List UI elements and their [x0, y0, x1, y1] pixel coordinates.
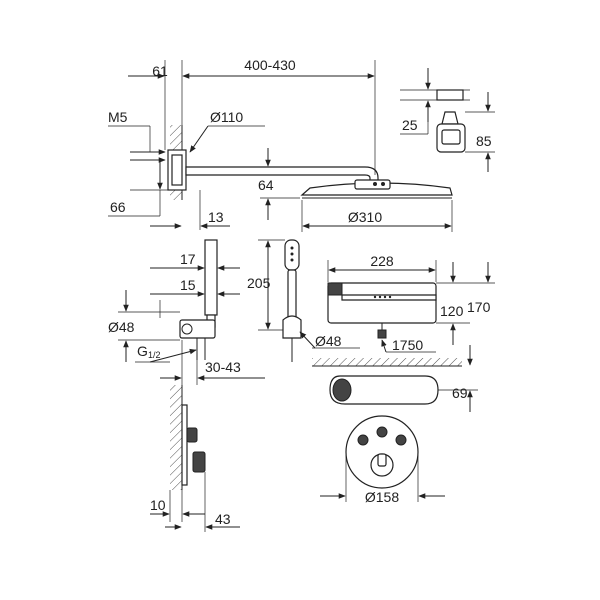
- dim-shelf-228: 228: [370, 253, 394, 269]
- dim-shelf-170: 170: [467, 299, 491, 315]
- dim-wall-10: 10: [150, 497, 166, 513]
- dim-depth-13: 13: [208, 209, 224, 225]
- dim-thread-fraction: 1/2: [148, 350, 161, 360]
- dim-hose-length: 1750: [392, 337, 423, 353]
- dim-hand-shower-205: 205: [247, 275, 271, 291]
- shower-arm: [185, 166, 379, 187]
- shelf-unit: 228 120 170 1750 69: [312, 253, 495, 412]
- dim-flange-dia: Ø110: [210, 109, 243, 125]
- dim-thread-g: G: [137, 343, 148, 359]
- wall-hatch-shelf: [312, 358, 462, 366]
- valve-plate: [345, 415, 419, 489]
- dim-head-height: 64: [258, 177, 274, 193]
- dim-screw: M5: [108, 109, 128, 125]
- hand-shower-holder: 17 15 Ø48 G 1/2 30-43: [108, 239, 265, 385]
- dim-arm-length: 400-430: [244, 57, 296, 73]
- dim-controller-85: 85: [476, 133, 492, 149]
- shelf-body: [327, 282, 437, 324]
- shelf-side-profile: [329, 375, 439, 405]
- wall-hatch-valve: [170, 385, 182, 490]
- valve-side-view: 10 43: [150, 385, 240, 532]
- dim-shelf-120: 120: [440, 303, 464, 319]
- dim-holder-15: 15: [180, 277, 196, 293]
- hand-shower: 205 Ø48: [247, 239, 360, 362]
- dim-valve-dia: Ø158: [365, 489, 399, 505]
- dim-shelf-69: 69: [452, 385, 468, 401]
- dim-head-dia: Ø310: [348, 209, 382, 225]
- controller-unit: 25 85: [400, 68, 495, 172]
- dim-wall-43: 43: [215, 511, 231, 527]
- dim-controller-25: 25: [402, 117, 418, 133]
- dim-outlet-30-43: 30-43: [205, 359, 241, 375]
- dim-holder-17: 17: [180, 251, 196, 267]
- dim-hose-dia: Ø48: [315, 333, 342, 349]
- valve-front-view: Ø158: [320, 415, 445, 505]
- dim-elbow-dia: Ø48: [108, 319, 135, 335]
- head-shower-assembly: 61 400-430 M5 Ø110 66 13 64 Ø310: [108, 57, 453, 232]
- dim-arm-offset: 61: [152, 63, 168, 79]
- dim-depth-66: 66: [110, 199, 126, 215]
